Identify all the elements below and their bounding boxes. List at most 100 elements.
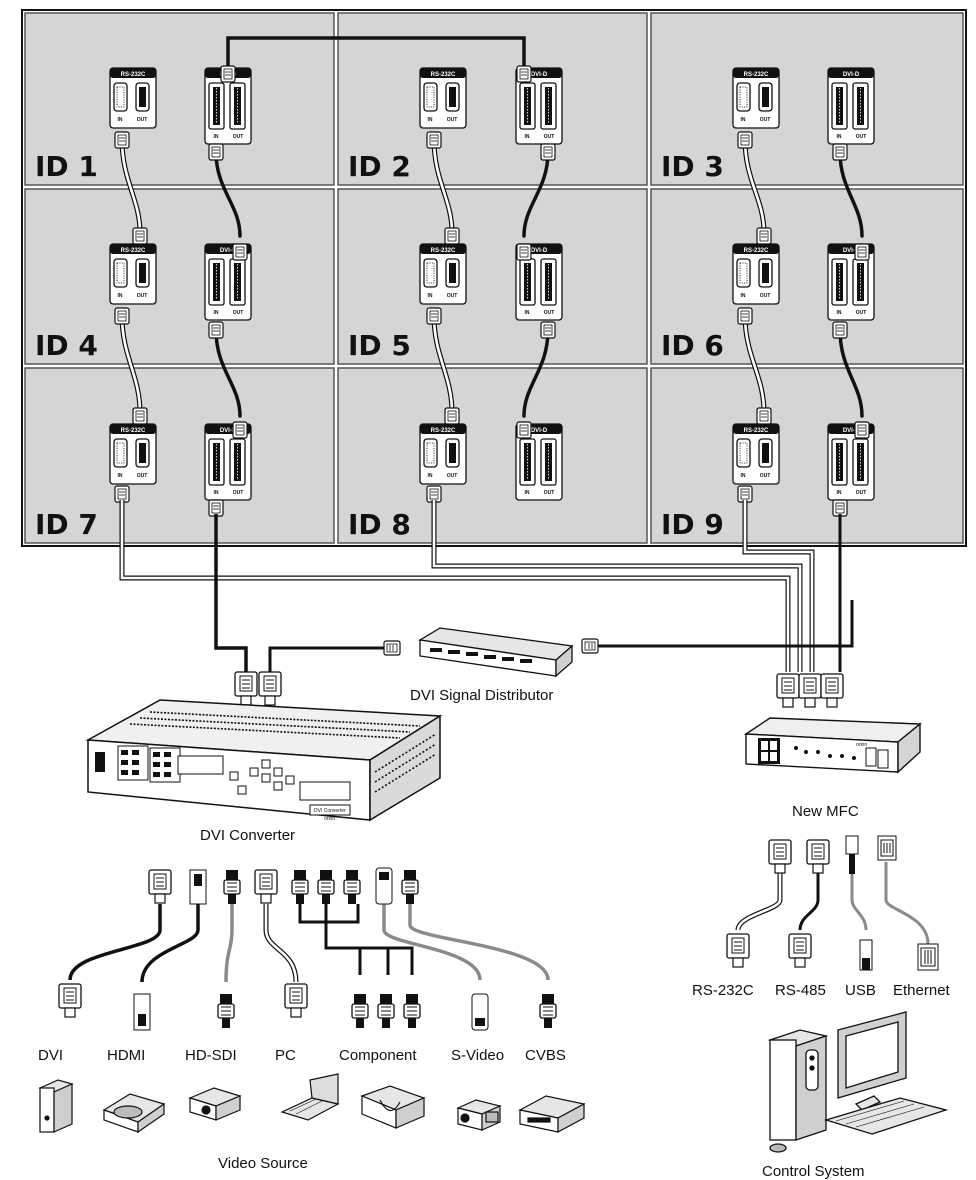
panel-id-label: ID 9 — [661, 508, 724, 541]
panel-id-label: ID 5 — [348, 329, 411, 362]
video-source-icons — [40, 1074, 584, 1132]
panel-id-label: ID 4 — [35, 329, 98, 362]
svg-text:RS-232C: RS-232C — [431, 72, 456, 78]
rs232c-port-box: RS-232C IN OUT — [110, 244, 156, 304]
svg-text:OUT: OUT — [760, 117, 771, 123]
mfc-port-label: RS-485 — [775, 982, 826, 999]
video-input-label: DVI — [38, 1047, 63, 1064]
mfc-brand-label: orion — [856, 742, 867, 748]
svg-text:OUT: OUT — [233, 134, 244, 140]
laptop-icon — [282, 1074, 338, 1120]
svg-text:RS-232C: RS-232C — [431, 428, 456, 434]
camcorder-icon — [458, 1100, 500, 1130]
video-input-label: CVBS — [525, 1047, 566, 1064]
converter-panel-label: DVI Converter — [314, 808, 346, 814]
panel-id-label: ID 6 — [661, 329, 724, 362]
svg-text:OUT: OUT — [233, 310, 244, 316]
svg-text:RS-232C: RS-232C — [121, 248, 146, 254]
svg-text:IN: IN — [837, 490, 842, 496]
document-camera-icon — [362, 1086, 424, 1128]
panel-id-label: ID 3 — [661, 150, 724, 183]
panel-id-label: ID 7 — [35, 508, 98, 541]
mfc-port-labels: RS-232C RS-485 USB Ethernet — [692, 982, 951, 999]
video-input-label: S-Video — [451, 1047, 504, 1064]
mfc-control-connectors — [727, 836, 938, 970]
display-window — [178, 756, 223, 774]
svg-text:DVI-D: DVI-D — [531, 248, 548, 254]
display-window — [300, 782, 350, 800]
rs232c-port-box: RS-232C IN OUT — [420, 68, 466, 128]
dvi-d-port-box: DVI-D IN OUT — [828, 68, 874, 144]
svg-text:IN: IN — [118, 293, 123, 299]
svg-text:OUT: OUT — [544, 134, 555, 140]
converter-caption: DVI Converter — [200, 827, 295, 844]
rs232c-port-box: RS-232C IN OUT — [420, 424, 466, 484]
svg-text:OUT: OUT — [760, 473, 771, 479]
mfc-port-label: Ethernet — [893, 982, 951, 999]
svg-text:RS-232C: RS-232C — [744, 428, 769, 434]
media-player-icon — [104, 1094, 164, 1132]
svg-text:DVI-D: DVI-D — [843, 72, 860, 78]
svg-text:OUT: OUT — [137, 293, 148, 299]
svg-text:IN: IN — [428, 293, 433, 299]
video-input-label: PC — [275, 1047, 296, 1064]
projector-icon — [190, 1088, 240, 1120]
svg-text:OUT: OUT — [544, 310, 555, 316]
control-system-computer-icon — [770, 1012, 946, 1152]
svg-text:OUT: OUT — [856, 490, 867, 496]
svg-text:IN: IN — [428, 117, 433, 123]
svg-text:IN: IN — [741, 117, 746, 123]
mfc-port-label: USB — [845, 982, 876, 999]
svg-text:OUT: OUT — [447, 293, 458, 299]
rs232c-port-box: RS-232C IN OUT — [420, 244, 466, 304]
svg-text:RS-232C: RS-232C — [121, 72, 146, 78]
svg-text:IN: IN — [525, 490, 530, 496]
svg-text:OUT: OUT — [447, 117, 458, 123]
svg-text:IN: IN — [525, 310, 530, 316]
power-switch — [95, 752, 105, 772]
panel-id-label: ID 2 — [348, 150, 411, 183]
video-input-label: Component — [339, 1047, 417, 1064]
mfc-control-cables — [738, 862, 928, 944]
rs232c-port-box: RS-232C IN OUT — [110, 68, 156, 128]
dvd-player-icon — [520, 1096, 584, 1132]
video-source-caption: Video Source — [218, 1155, 308, 1172]
panel-id-label: ID 8 — [348, 508, 411, 541]
svg-text:IN: IN — [428, 473, 433, 479]
distributor-caption: DVI Signal Distributor — [410, 687, 553, 704]
svg-text:IN: IN — [741, 473, 746, 479]
svg-text:RS-232C: RS-232C — [744, 72, 769, 78]
svg-text:RS-232C: RS-232C — [121, 428, 146, 434]
rs232c-port-box: RS-232C IN OUT — [110, 424, 156, 484]
video-wall-grid: ID 1 ID 2 ID 3 ID 4 ID 5 ID 6 ID 7 ID 8 … — [22, 10, 966, 546]
converter-brand-label: orion — [324, 816, 335, 822]
rs232c-port-box: RS-232C IN OUT — [733, 244, 779, 304]
video-input-label: HDMI — [107, 1047, 145, 1064]
svg-text:OUT: OUT — [447, 473, 458, 479]
svg-text:OUT: OUT — [856, 310, 867, 316]
rs232c-port-box: RS-232C IN OUT — [733, 68, 779, 128]
dvi-converter: DVI Converter orion DVI Converter — [88, 700, 440, 844]
svg-text:DVI-D: DVI-D — [531, 428, 548, 434]
svg-text:OUT: OUT — [137, 473, 148, 479]
svg-text:RS-232C: RS-232C — [744, 248, 769, 254]
svg-text:DVI-D: DVI-D — [531, 72, 548, 78]
svg-text:OUT: OUT — [233, 490, 244, 496]
svg-text:OUT: OUT — [137, 117, 148, 123]
svg-text:OUT: OUT — [544, 490, 555, 496]
svg-text:OUT: OUT — [856, 134, 867, 140]
svg-text:IN: IN — [214, 490, 219, 496]
svg-text:RS-232C: RS-232C — [431, 248, 456, 254]
svg-text:IN: IN — [214, 134, 219, 140]
mfc-caption: New MFC — [792, 803, 859, 820]
control-system-caption: Control System — [762, 1163, 865, 1180]
dvi-signal-distributor: DVI Signal Distributor — [410, 628, 572, 704]
video-input-labels: DVI HDMI HD-SDI PC Component S-Video CVB… — [38, 1047, 566, 1064]
video-input-connectors — [59, 868, 556, 1030]
rs232c-port-box: RS-232C IN OUT — [733, 424, 779, 484]
svg-text:IN: IN — [837, 134, 842, 140]
svg-text:IN: IN — [118, 473, 123, 479]
svg-text:IN: IN — [525, 134, 530, 140]
video-input-label: HD-SDI — [185, 1047, 237, 1064]
